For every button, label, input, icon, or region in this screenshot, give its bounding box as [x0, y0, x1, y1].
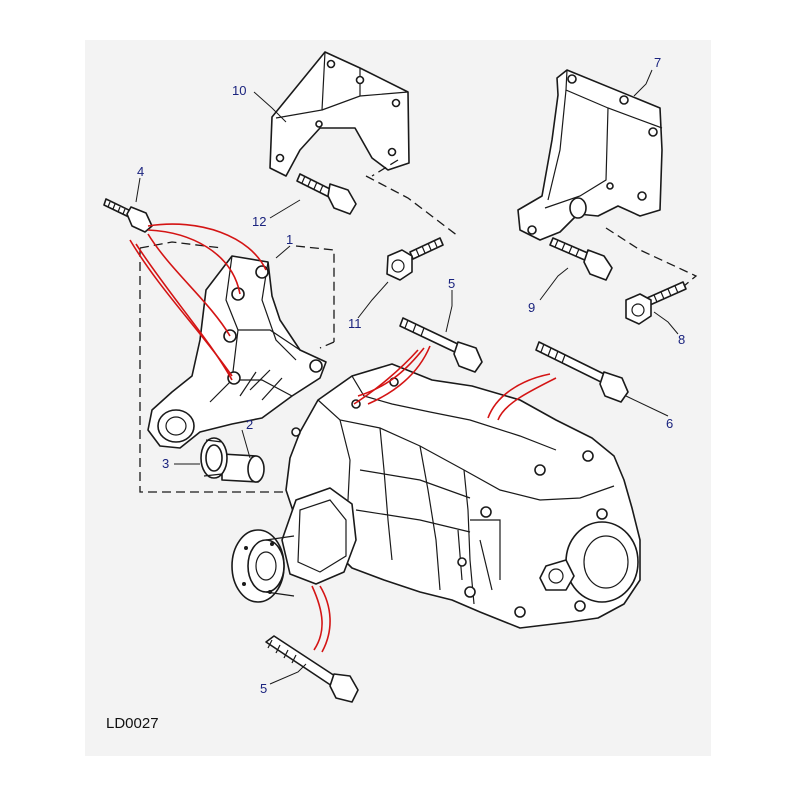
alignment-line-bracket-10	[365, 175, 459, 237]
callout-12: 12	[252, 214, 266, 229]
bolt-part-11	[386, 237, 444, 281]
callout-8: 8	[678, 332, 685, 347]
bolt-part-4	[103, 198, 153, 233]
assembly-dashed-top-right	[295, 245, 335, 342]
callout-7: 7	[654, 55, 661, 70]
alignment-line-bracket-10-b	[371, 159, 399, 177]
callout-10: 10	[232, 83, 246, 98]
leader-lines	[135, 69, 679, 685]
drawing-code: LD0027	[106, 715, 159, 732]
transfer-gearbox-housing	[231, 363, 641, 629]
bolt-part-5-upper	[399, 317, 483, 373]
mounting-bracket-part-1	[147, 255, 327, 449]
callout-5-upper: 5	[448, 276, 455, 291]
alignment-line-bracket-7	[605, 227, 698, 287]
callout-2: 2	[246, 417, 253, 432]
callout-labels: 10 7 4 1 12 11 5 9 8 6 2 3 5	[137, 55, 685, 696]
seal-part-3	[200, 437, 228, 479]
assembly-dashed-end	[319, 341, 335, 349]
assembly-dashed-top-left	[139, 241, 223, 249]
bracket-part-7	[517, 69, 663, 241]
bolt-part-5-lower	[265, 635, 359, 703]
bolt-part-8	[625, 281, 687, 325]
callout-5-lower: 5	[260, 681, 267, 696]
callout-3: 3	[162, 456, 169, 471]
bush-part-2	[221, 453, 265, 483]
callout-4: 4	[137, 164, 144, 179]
highlight-lines	[129, 223, 557, 653]
callout-6: 6	[666, 416, 673, 431]
bolt-part-6	[535, 341, 629, 403]
callout-1: 1	[286, 232, 293, 247]
bracket-part-10	[269, 51, 410, 177]
callout-9: 9	[528, 300, 535, 315]
bolt-part-9	[549, 237, 613, 281]
bolt-part-12	[296, 173, 357, 215]
callout-11: 11	[348, 316, 362, 331]
